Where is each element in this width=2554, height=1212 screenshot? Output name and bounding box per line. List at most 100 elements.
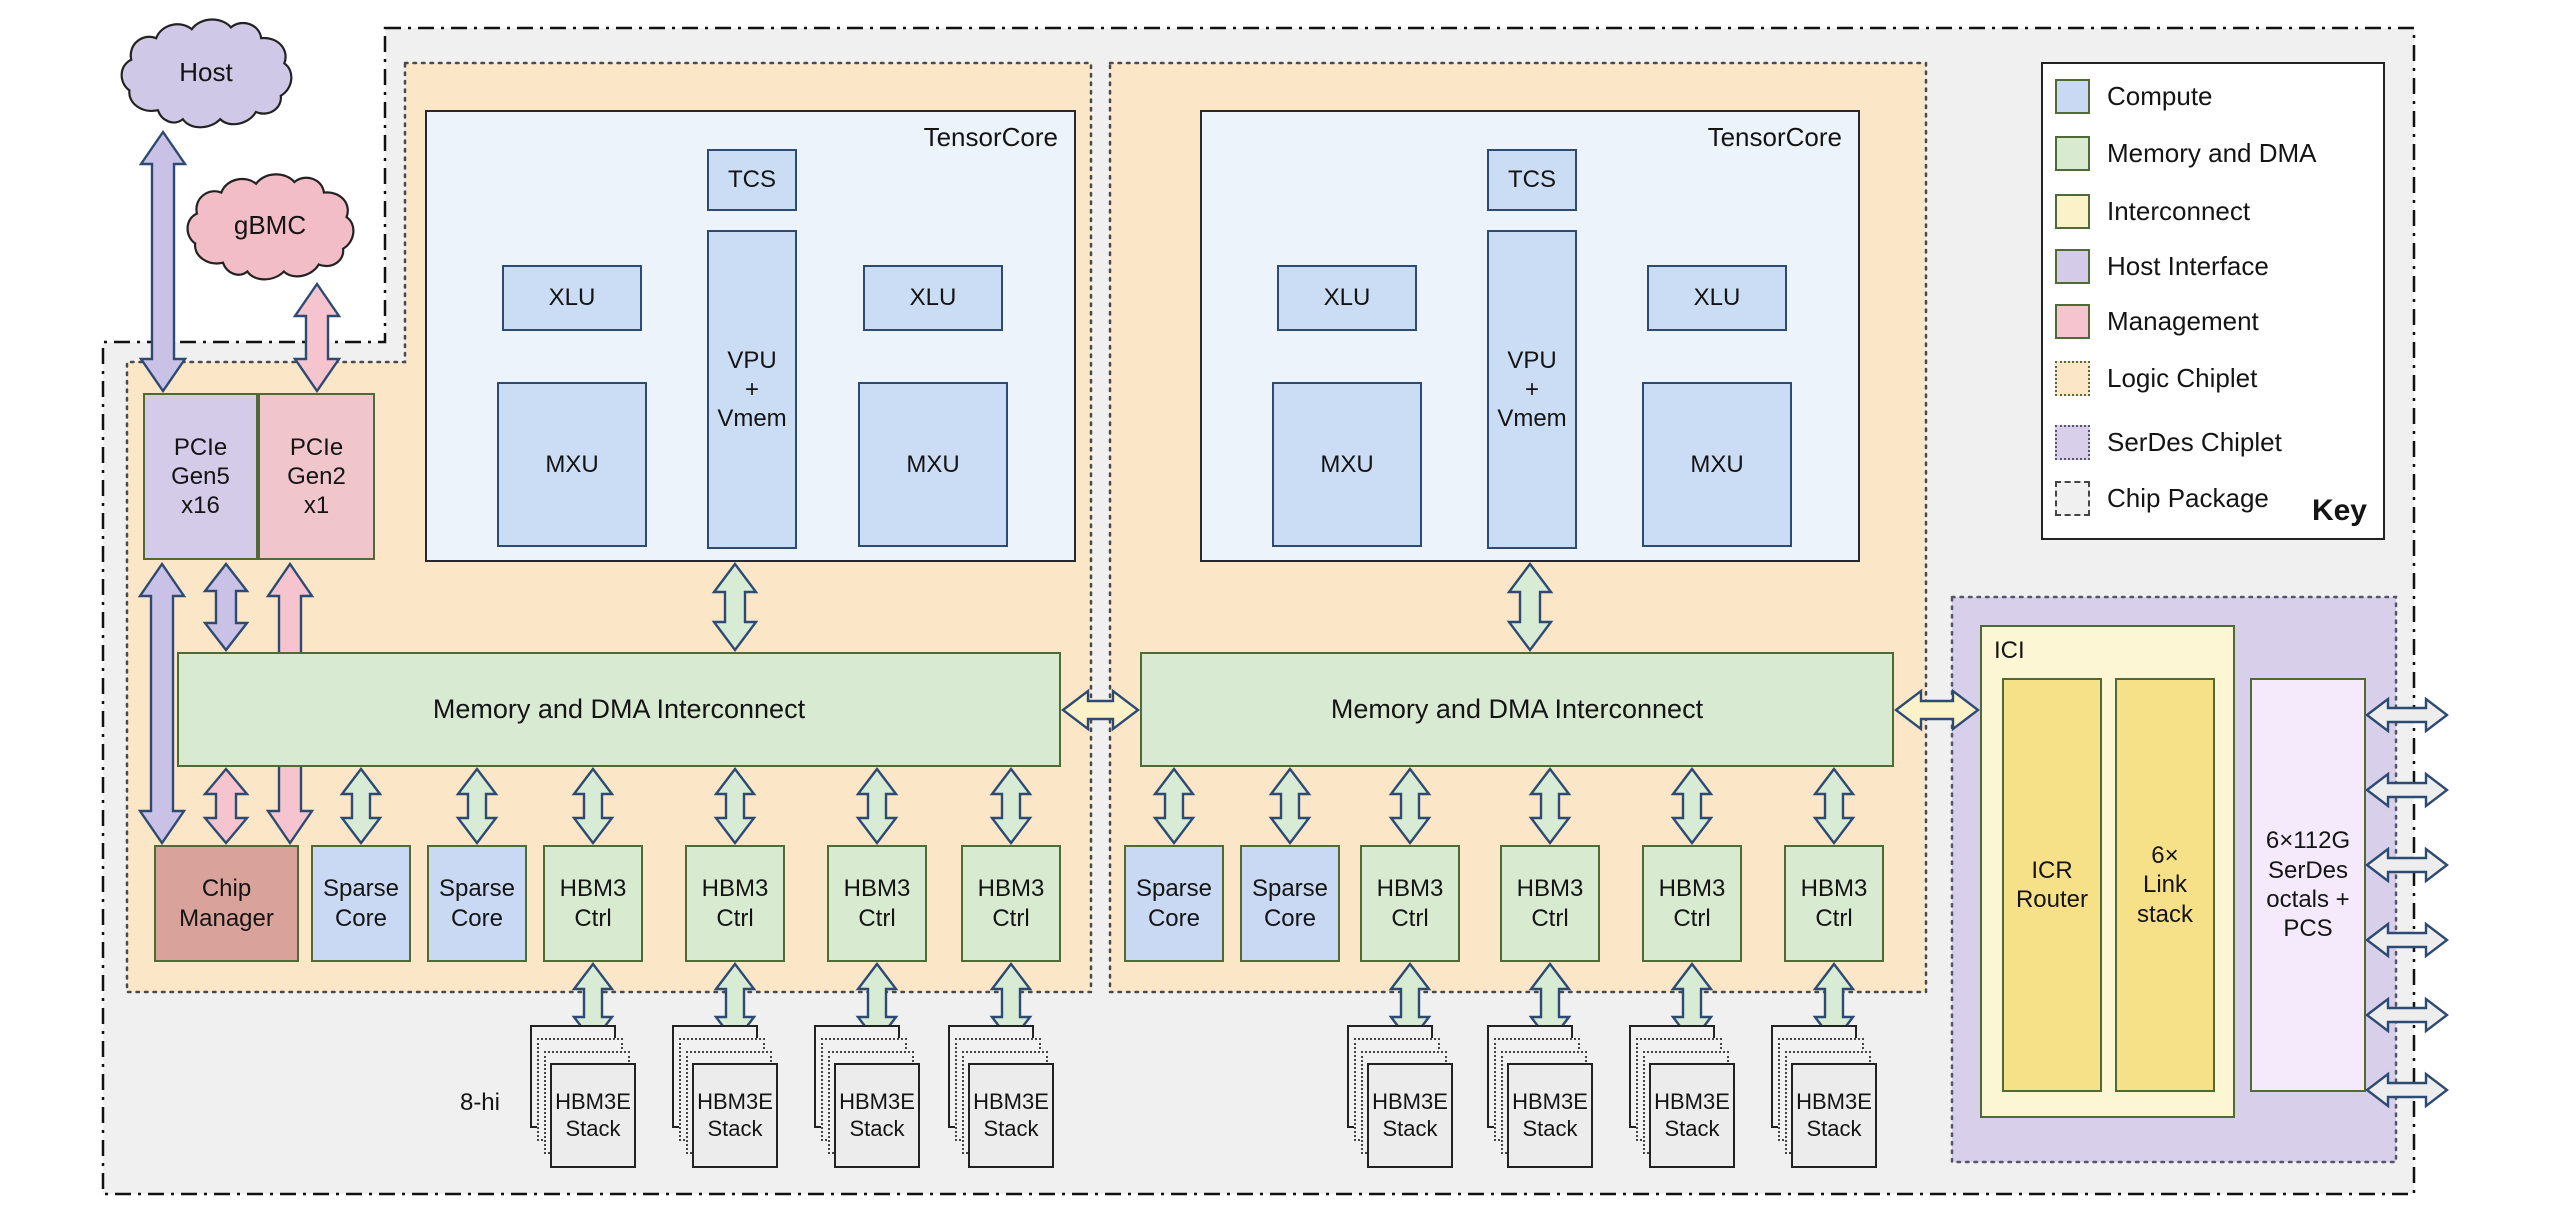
key-label-chip-package: Chip Package [2107,483,2269,513]
stack-front: HBM3E Stack [834,1063,920,1168]
sparse-core-box: Sparse Core [1124,845,1224,962]
key-label-compute: Compute [2107,81,2213,111]
sparse-core-box: Sparse Core [311,845,411,962]
flow-arrow [2365,996,2449,1034]
key-label-serdes-chiplet: SerDes Chiplet [2107,427,2282,457]
tensorcore-1-title: TensorCore [923,122,1058,152]
key-swatch-chip-package [2055,481,2090,516]
key-label-memory-dma: Memory and DMA [2107,138,2317,168]
flow-arrow [292,281,342,394]
hbm3e-stack: HBM3E Stack [1629,1025,1737,1170]
tensorcore-2-title: TensorCore [1707,122,1842,152]
vpu-vmem-box: VPU + Vmem [1487,230,1577,549]
hbm3-ctrl-box: HBM3 Ctrl [1784,845,1884,962]
key-label-host-interface: Host Interface [2107,251,2269,281]
stack-front: HBM3E Stack [550,1063,636,1168]
mxu-right-box: MXU [858,382,1008,547]
key-swatch-serdes-chiplet [2055,425,2090,460]
flow-arrow [1061,688,1140,732]
flow-arrow [1812,767,1856,845]
flow-arrow [2365,921,2449,959]
flow-arrow [1528,767,1572,845]
flow-arrow [2365,846,2449,884]
host-cloud-label: Host [179,56,233,87]
tensorcore-1: TensorCore TCS VPU + Vmem XLU XLU MXU MX… [425,110,1076,562]
host-cloud [122,20,292,128]
xlu-left-box: XLU [502,265,642,331]
tcs-box: TCS [707,149,797,211]
sparse-core-box: Sparse Core [427,845,527,962]
hbm3e-stack: HBM3E Stack [1487,1025,1595,1170]
hbm3e-stack: HBM3E Stack [1347,1025,1455,1170]
gbmc-cloud [188,174,354,279]
tensorcore-2: TensorCore TCS VPU + Vmem XLU XLU MXU MX… [1200,110,1860,562]
flow-arrow [138,129,188,394]
mxu-left-box: MXU [1272,382,1422,547]
hbm3e-stack: HBM3E Stack [530,1025,638,1170]
flow-arrow [1152,767,1196,845]
memory-dma-interconnect-2: Memory and DMA Interconnect [1140,652,1894,767]
gbmc-cloud-label: gBMC [233,209,307,240]
xlu-right-box: XLU [863,265,1003,331]
pcie-gen5-box: PCIe Gen5 x16 [143,393,258,560]
xlu-right-box: XLU [1647,265,1787,331]
flow-arrow [855,767,899,845]
chip-manager-box: Chip Manager [154,845,299,962]
memory-dma-interconnect-1: Memory and DMA Interconnect [177,652,1061,767]
link-stack-box: 6× Link stack [2115,678,2215,1092]
flow-arrow [571,767,615,845]
key-swatch-logic-chiplet [2055,361,2090,396]
flow-arrow [137,561,187,846]
key-swatch-host-interface [2055,249,2090,284]
vpu-vmem-box: VPU + Vmem [707,230,797,549]
flow-arrow [2365,1071,2449,1109]
pcie-gen2-box: PCIe Gen2 x1 [258,393,375,560]
hbm3-ctrl-box: HBM3 Ctrl [1500,845,1600,962]
flow-arrow [1388,767,1432,845]
stack-front: HBM3E Stack [1507,1063,1593,1168]
mxu-left-box: MXU [497,382,647,547]
flow-arrow [1506,562,1554,652]
sparse-core-box: Sparse Core [1240,845,1340,962]
tcs-box: TCS [1487,149,1577,211]
flow-arrow [202,767,250,845]
key-swatch-memory-dma [2055,136,2090,171]
hbm3-ctrl-box: HBM3 Ctrl [827,845,927,962]
key-swatch-compute [2055,79,2090,114]
hbm3-ctrl-box: HBM3 Ctrl [1642,845,1742,962]
stack-front: HBM3E Stack [968,1063,1054,1168]
flow-arrow [711,562,759,652]
flow-arrow [339,767,383,845]
xlu-left-box: XLU [1277,265,1417,331]
stack-front: HBM3E Stack [1367,1063,1453,1168]
flow-arrow [989,767,1033,845]
key-swatch-management [2055,304,2090,339]
hbm3e-stack: HBM3E Stack [814,1025,922,1170]
hbm3e-stack: HBM3E Stack [672,1025,780,1170]
serdes-octals-box: 6×112G SerDes octals + PCS [2250,678,2366,1092]
hbm3-ctrl-box: HBM3 Ctrl [1360,845,1460,962]
ici-label: ICI [1994,637,2025,664]
flow-arrow [1670,767,1714,845]
key-title: Key [2311,494,2367,527]
key-label-management: Management [2107,306,2259,336]
hbm3-ctrl-box: HBM3 Ctrl [961,845,1061,962]
key-legend: Compute Memory and DMA Interconnect Host… [2041,62,2385,540]
key-label-logic-chiplet: Logic Chiplet [2107,363,2258,393]
key-swatch-interconnect [2055,194,2090,229]
hbm3e-stack: HBM3E Stack [948,1025,1056,1170]
stack-front: HBM3E Stack [692,1063,778,1168]
stack-height-label: 8-hi [459,1089,500,1116]
stack-front: HBM3E Stack [1791,1063,1877,1168]
hbm3-ctrl-box: HBM3 Ctrl [543,845,643,962]
flow-arrow [1894,688,1980,732]
hbm3e-stack: HBM3E Stack [1771,1025,1879,1170]
flow-arrow [2365,696,2449,734]
flow-arrow [2365,771,2449,809]
key-label-interconnect: Interconnect [2107,196,2251,226]
stack-front: HBM3E Stack [1649,1063,1735,1168]
mxu-right-box: MXU [1642,382,1792,547]
hbm3-ctrl-box: HBM3 Ctrl [685,845,785,962]
flow-arrow [1268,767,1312,845]
icr-router-box: ICR Router [2002,678,2102,1092]
